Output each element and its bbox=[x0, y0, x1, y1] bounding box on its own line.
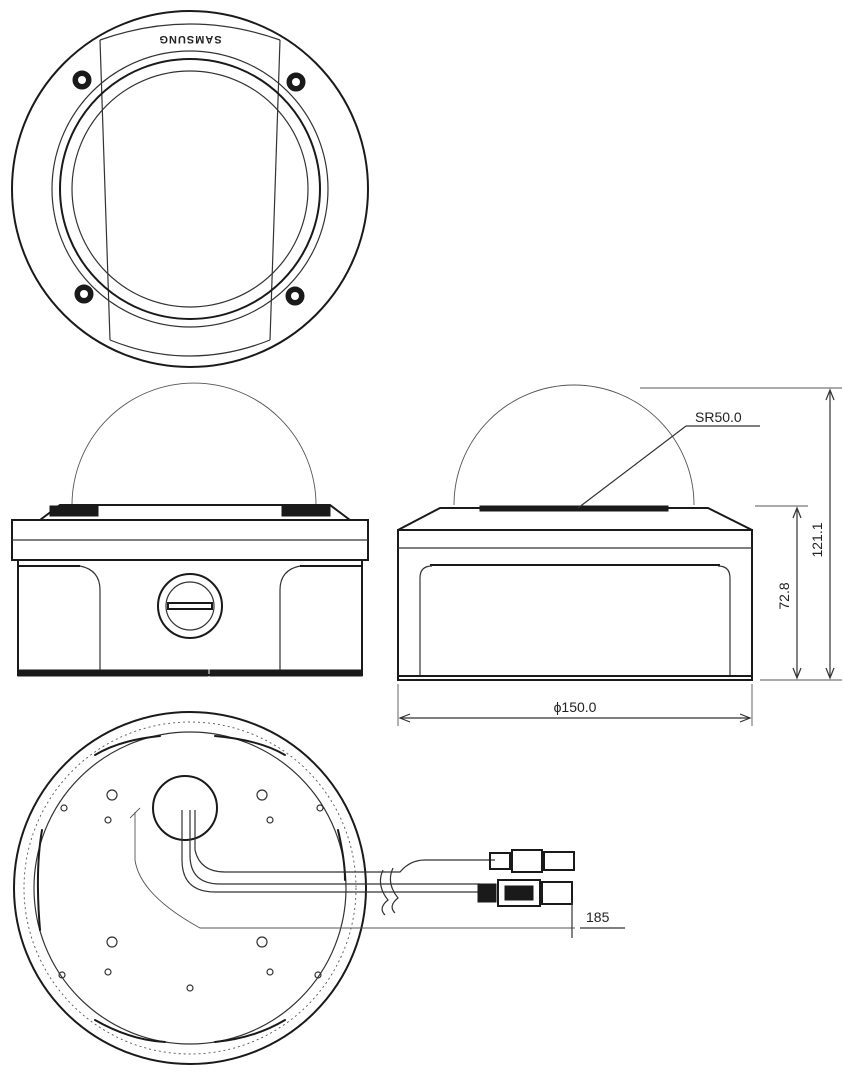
front-view-base-right bbox=[209, 669, 363, 677]
total-height-label: 121.1 bbox=[809, 522, 825, 557]
bottom-view-cable-hole bbox=[152, 775, 218, 841]
bottom-view: 185 bbox=[13, 711, 625, 1065]
top-view-dome-inner bbox=[71, 70, 309, 308]
front-view-base-left bbox=[17, 669, 209, 677]
front-view-dome bbox=[71, 382, 317, 506]
radius-leader bbox=[577, 425, 687, 509]
front-view-clip-right bbox=[281, 505, 331, 517]
front-view-cap-slot bbox=[167, 602, 213, 610]
cable-secondary bbox=[194, 810, 495, 873]
front-view bbox=[11, 382, 369, 677]
connector-bnc-tip bbox=[541, 881, 573, 905]
top-view-outer-ring bbox=[11, 10, 369, 368]
bottom-view-holes bbox=[58, 789, 324, 992]
mount-slot-2 bbox=[214, 735, 286, 756]
top-view-bracket-top bbox=[99, 23, 281, 41]
sphere-radius-label: SR50.0 bbox=[695, 409, 742, 425]
top-view-screw-bottom-left bbox=[74, 284, 94, 304]
diameter-label: ϕ150.0 bbox=[554, 699, 597, 715]
mount-slot-4 bbox=[94, 1019, 166, 1043]
side-view-dome bbox=[453, 384, 695, 506]
top-view-dome-outer bbox=[51, 50, 329, 328]
bottom-view-outer-rim bbox=[13, 711, 367, 1065]
connector-small-1 bbox=[489, 852, 511, 870]
top-view-screw-top-left bbox=[72, 70, 92, 90]
top-view-dome-ring bbox=[59, 58, 321, 320]
mount-slot-6 bbox=[337, 829, 346, 881]
mount-slot-3 bbox=[36, 829, 43, 931]
cable-main bbox=[181, 810, 480, 893]
connector-bnc-boot bbox=[477, 883, 497, 903]
body-height-label: 72.8 bbox=[776, 582, 792, 609]
front-view-cable-cap bbox=[157, 573, 223, 639]
top-view-bracket-bottom bbox=[109, 339, 271, 357]
front-view-housing bbox=[17, 560, 363, 676]
side-view: SR50.0 bbox=[397, 384, 760, 681]
front-view-clip-left bbox=[49, 505, 99, 517]
connector-bnc-body bbox=[497, 879, 541, 907]
samsung-logo: SAMSUNG bbox=[158, 33, 221, 45]
top-view: SAMSUNG bbox=[11, 10, 369, 368]
cable-length-extension bbox=[134, 812, 575, 929]
side-view-top-strip bbox=[479, 505, 669, 512]
top-view-screw-top-right bbox=[286, 72, 306, 92]
connector-small-2 bbox=[511, 849, 543, 873]
side-view-dimensions: 121.1 72.8 ϕ150.0 bbox=[397, 387, 842, 726]
cable-length-label: 185 bbox=[586, 909, 610, 925]
mount-slot-5 bbox=[214, 1019, 286, 1043]
top-view-screw-bottom-right bbox=[285, 286, 305, 306]
side-view-housing bbox=[397, 529, 753, 681]
mount-slot-1 bbox=[94, 735, 161, 756]
bottom-view-knurl bbox=[23, 721, 357, 1055]
